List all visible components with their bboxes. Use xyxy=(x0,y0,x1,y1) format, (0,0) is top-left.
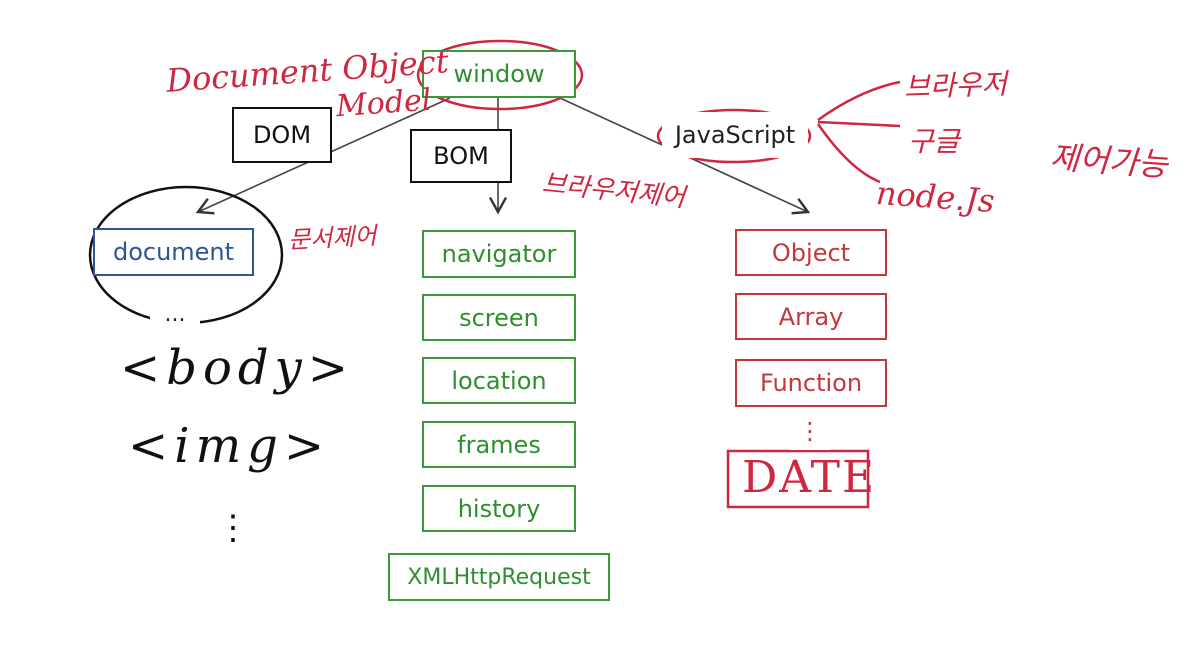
annotation-dom-vertical-dots: ⋮ xyxy=(216,508,250,548)
annotation-browser: 브라우저 xyxy=(903,67,1008,104)
function-box: Function xyxy=(735,359,887,407)
array-box: Array xyxy=(735,293,887,340)
javascript-label-box: JavaScript xyxy=(662,112,808,158)
bom-tag-box: BOM xyxy=(410,129,512,183)
annotation-date: DATE xyxy=(742,452,877,503)
window-circle-mark xyxy=(416,39,584,111)
javascript-circle-mark xyxy=(656,108,812,164)
annotation-document-control: 문서제어 xyxy=(287,221,378,255)
navigator-box: navigator xyxy=(422,230,576,278)
js-dots: ⋮ xyxy=(790,412,830,450)
xmlhttprequest-box: XMLHttpRequest xyxy=(388,553,610,601)
frames-box: frames xyxy=(422,421,576,468)
javascript-brace-lines xyxy=(816,80,901,184)
location-box: location xyxy=(422,357,576,404)
object-box: Object xyxy=(735,229,887,276)
annotation-img-tag: <img> xyxy=(128,418,331,474)
annotation-body-tag: <body> xyxy=(120,340,354,396)
javascript-label: JavaScript xyxy=(674,121,796,149)
date-box-mark xyxy=(726,449,870,509)
document-box: document xyxy=(93,228,254,276)
document-label: document xyxy=(112,238,235,266)
annotation-controllable: 제어가능 xyxy=(1048,137,1169,185)
window-label: window xyxy=(453,60,545,88)
bom-tag-label: BOM xyxy=(433,142,489,170)
dom-tag-box: DOM xyxy=(232,107,332,163)
annotation-model: Model xyxy=(334,82,433,125)
dom-tag-label: DOM xyxy=(252,121,312,149)
history-box: history xyxy=(422,485,576,532)
annotation-google: 구글 xyxy=(908,125,960,158)
document-dots: ... xyxy=(150,302,200,327)
screen-box: screen xyxy=(422,294,576,341)
window-box: window xyxy=(422,50,576,98)
